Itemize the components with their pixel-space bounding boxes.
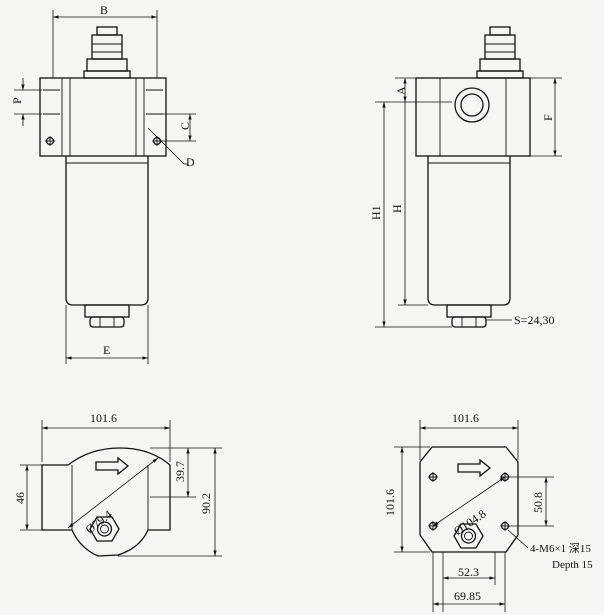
side-drain-hex — [451, 316, 487, 328]
bottom-left-view: Ø79.4 101.6 46 39.7 90.2 — [13, 411, 222, 557]
side-view: A F H1 H S=24,30 — [369, 26, 562, 328]
dim-label-46: 46 — [13, 492, 27, 504]
dim-label-p: P — [10, 97, 24, 104]
front-view: B P C D E — [10, 3, 196, 364]
dim-label-69-85: 69.85 — [454, 589, 481, 603]
front-drain-nut — [84, 304, 130, 318]
dim-label-c: C — [178, 122, 192, 130]
dim-label-39-7: 39.7 — [173, 461, 187, 482]
side-port-outer — [454, 87, 490, 123]
dim-label-50-8: 50.8 — [531, 492, 545, 513]
dim-label-b: B — [100, 3, 108, 17]
side-filter-bowl — [427, 156, 511, 306]
bottom-right-body — [419, 446, 519, 553]
bottom-right-view: Ø104.8 101.6 101.6 50.8 4-M6×1 深15 Depth… — [383, 411, 593, 612]
bolt-note-cn: 4-M6×1 深15 — [530, 542, 591, 555]
side-port-inner — [460, 93, 484, 117]
front-top-nut — [86, 58, 128, 72]
dim-label-52-3: 52.3 — [458, 565, 479, 579]
hex-size-label: S=24,30 — [514, 313, 554, 327]
flow-arrow-icon — [95, 456, 130, 476]
dim-label-diameter-104: Ø104.8 — [451, 507, 488, 539]
dim-label-e: E — [103, 343, 110, 357]
dim-label-101-6-left: 101.6 — [90, 411, 117, 425]
bolt-note-en: Depth 15 — [552, 559, 593, 571]
flow-arrow-icon-right — [457, 458, 492, 478]
dim-label-101-6-right-height: 101.6 — [383, 489, 397, 516]
front-filter-bowl — [65, 156, 149, 306]
dim-label-h: H — [390, 204, 404, 213]
front-top-cap — [96, 26, 118, 36]
side-head-block — [415, 77, 531, 157]
front-head-block — [39, 77, 167, 157]
front-top-fitting — [91, 34, 123, 60]
dim-label-90-2: 90.2 — [199, 493, 213, 514]
dim-label-a: A — [394, 86, 408, 95]
dim-label-h1: H1 — [369, 205, 383, 220]
bottom-left-body — [41, 447, 171, 557]
dim-label-f: F — [541, 114, 555, 121]
dim-label-101-6-right-width: 101.6 — [452, 411, 479, 425]
dim-label-d: D — [186, 155, 195, 169]
